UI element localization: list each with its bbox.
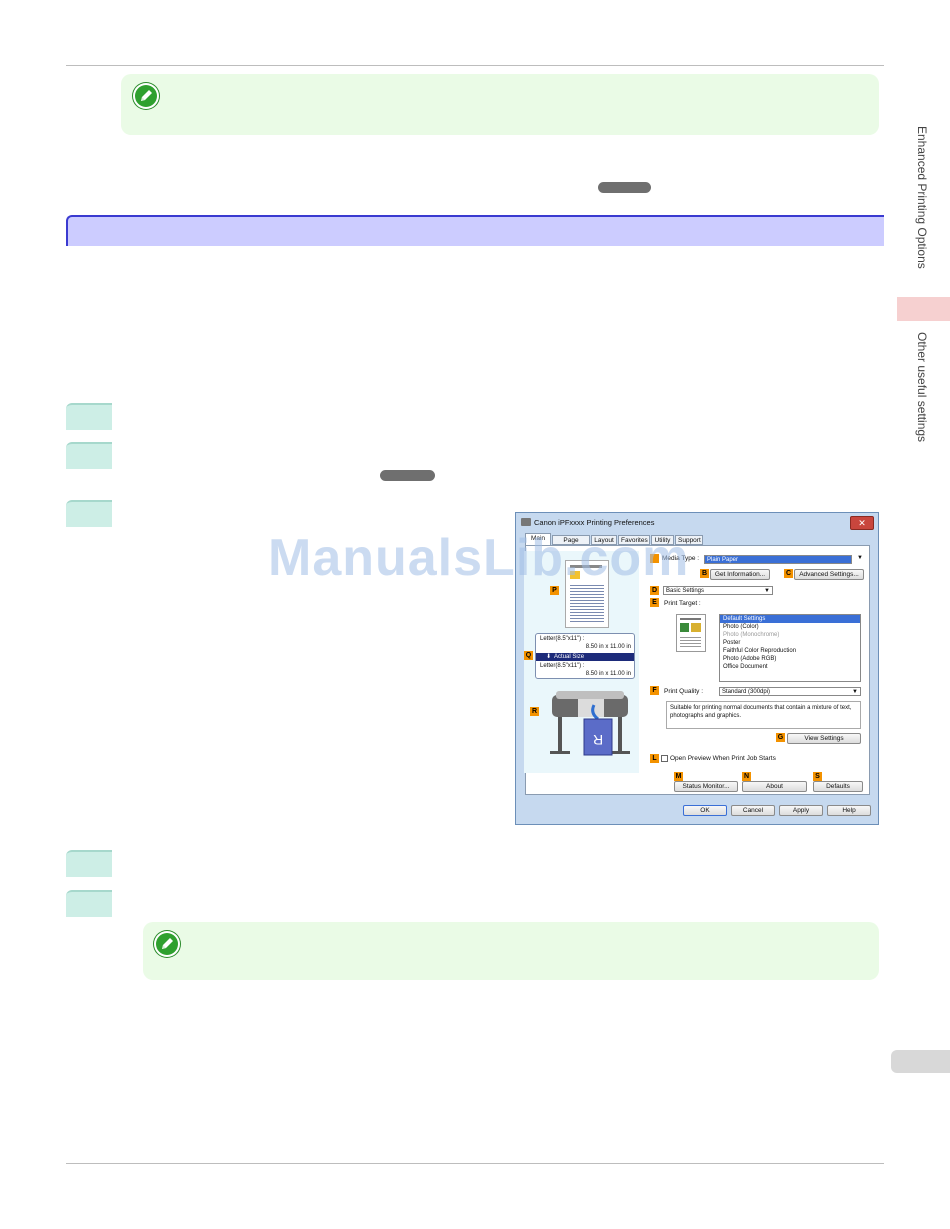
status-monitor-button[interactable]: Status Monitor... (674, 781, 738, 792)
open-preview-label: Open Preview When Print Job Starts (670, 755, 776, 762)
marker-b: B (700, 569, 709, 578)
paper-r-glyph: R (593, 732, 603, 748)
pencil-note-icon (133, 83, 159, 109)
tab-layout[interactable]: Layout (591, 535, 617, 545)
marker-s: S (813, 772, 822, 781)
cancel-button[interactable]: Cancel (731, 805, 775, 816)
list-item[interactable]: Photo (Monochrome) (723, 632, 780, 638)
scaling-label: Actual Size (554, 654, 585, 660)
marker-f: F (650, 686, 659, 695)
page-reference-pill[interactable] (598, 182, 651, 193)
advanced-settings-button[interactable]: Advanced Settings... (794, 569, 864, 580)
bottom-rule (66, 1163, 884, 1164)
side-tab-highlight (897, 297, 950, 321)
print-quality-dropdown[interactable]: Standard (300dpi) ▼ (719, 687, 861, 696)
tab-main[interactable]: Main (525, 533, 551, 546)
marker-l: L (650, 754, 659, 763)
media-type-dropdown[interactable]: Plain Paper (704, 555, 852, 564)
print-target-label: Print Target : (664, 600, 701, 607)
view-settings-button[interactable]: View Settings (787, 733, 861, 744)
output-dims: 8.50 in x 11.00 in (585, 671, 631, 677)
scaling-strip: ⬇ Actual Size (536, 653, 634, 661)
marker-n: N (742, 772, 751, 781)
list-item[interactable]: Faithful Color Reproduction (723, 648, 797, 654)
description-box: Suitable for printing normal documents t… (666, 701, 861, 729)
marker-q: Q (524, 651, 533, 660)
description-text: Suitable for printing normal documents t… (670, 705, 852, 719)
list-item[interactable]: Poster (723, 640, 741, 646)
tab-favorites[interactable]: Favorites (618, 535, 650, 545)
print-quality-label: Print Quality : (664, 688, 704, 695)
printer-icon (521, 518, 531, 526)
marker-e: E (650, 598, 659, 607)
settings-mode-dropdown[interactable]: Basic Settings ▼ (663, 586, 773, 595)
side-tab-enhanced-printing[interactable]: Enhanced Printing Options (915, 126, 929, 269)
print-target-thumbnail (676, 614, 706, 652)
side-page-tab[interactable] (891, 1050, 950, 1073)
step-marker-5 (66, 890, 112, 917)
paper-size-box: Letter(8.5"x11") : 8.50 in x 11.00 in ⬇ … (535, 633, 635, 679)
chevron-down-icon: ▼ (852, 689, 858, 695)
list-item[interactable]: Photo (Adobe RGB) (723, 656, 777, 662)
printer-illustration-icon: R (550, 691, 630, 756)
step-marker-1 (66, 403, 112, 430)
side-tab-other-settings[interactable]: Other useful settings (915, 332, 929, 443)
step-marker-2 (66, 442, 112, 469)
media-type-label: Media Type : (662, 555, 700, 562)
defaults-button[interactable]: Defaults (813, 781, 863, 792)
step-marker-3 (66, 500, 112, 527)
open-preview-checkbox[interactable] (661, 755, 668, 762)
marker-m: M (674, 772, 683, 781)
pencil-note-icon (154, 931, 180, 957)
settings-mode-value: Basic Settings (666, 588, 705, 594)
chevron-down-icon: ▼ (764, 588, 770, 594)
tab-support[interactable]: Support (675, 535, 703, 545)
note-box-2 (143, 922, 879, 980)
marker-p: P (550, 586, 559, 595)
section-heading-bar (66, 215, 884, 246)
print-quality-value: Standard (300dpi) (722, 689, 771, 695)
source-dims: 8.50 in x 11.00 in (585, 644, 631, 650)
media-type-value: Plain Paper (707, 557, 739, 563)
apply-button[interactable]: Apply (779, 805, 823, 816)
source-size: Letter(8.5"x11") : (540, 636, 585, 642)
list-item[interactable]: Office Document (723, 664, 768, 670)
marker-g: G (776, 733, 785, 742)
list-item[interactable]: Default Settings (720, 615, 860, 623)
watermark-text: ManualsLib.com (268, 529, 690, 587)
close-button[interactable]: ✕ (850, 516, 874, 530)
marker-a (650, 554, 659, 563)
note-box (121, 74, 879, 135)
get-information-button[interactable]: Get Information... (710, 569, 770, 580)
paper-preview-thumbnail (565, 560, 609, 628)
output-size: Letter(8.5"x11") : (540, 663, 585, 669)
chevron-down-icon[interactable]: ▼ (857, 555, 863, 561)
about-button[interactable]: About (742, 781, 807, 792)
step-marker-4 (66, 850, 112, 877)
marker-r: R (530, 707, 539, 716)
help-button[interactable]: Help (827, 805, 871, 816)
marker-d: D (650, 586, 659, 595)
print-target-list[interactable]: Default Settings Photo (Color) Photo (Mo… (719, 614, 861, 682)
ok-button[interactable]: OK (683, 805, 727, 816)
list-item[interactable]: Photo (Color) (723, 624, 759, 630)
tab-utility[interactable]: Utility (651, 535, 674, 545)
printing-preferences-dialog: Canon iPFxxxx Printing Preferences ✕ Mai… (515, 512, 879, 825)
page-reference-pill-2[interactable] (380, 470, 435, 481)
dialog-title: Canon iPFxxxx Printing Preferences (534, 518, 655, 527)
top-rule (66, 65, 884, 66)
marker-c: C (784, 569, 793, 578)
